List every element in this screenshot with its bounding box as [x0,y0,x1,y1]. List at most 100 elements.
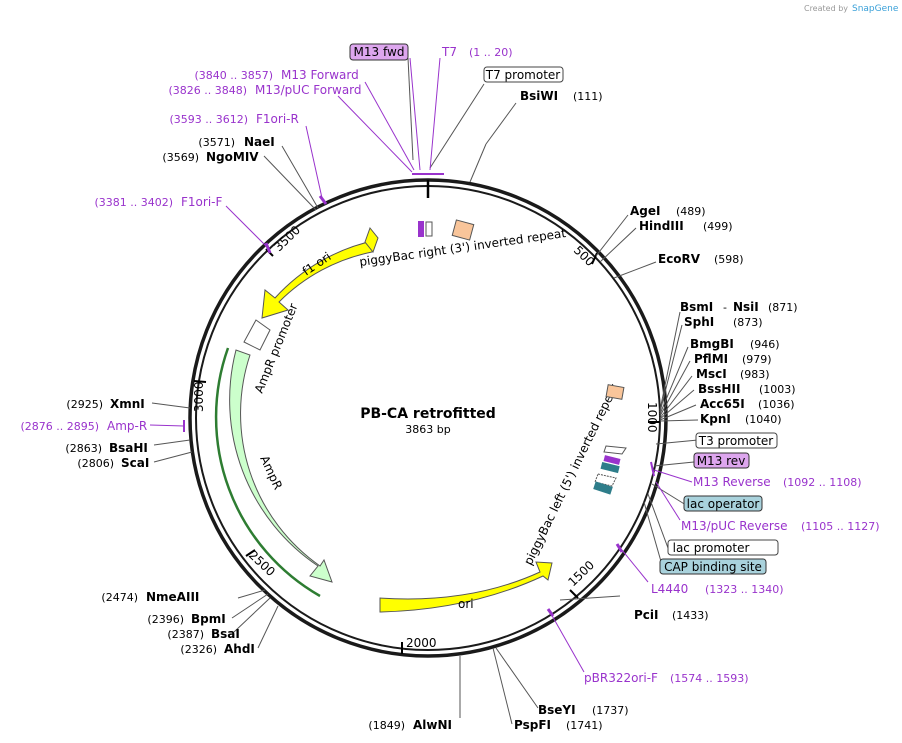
f1ori-f-name: F1ori-F [181,195,222,209]
l4440-name: L4440 [651,582,688,596]
hindiii-name: HindIII [639,219,684,233]
m13-reverse-mark [650,461,655,477]
acc65i-name: Acc65I [700,397,745,411]
bmgbi-pos: (946) [750,338,780,351]
t7-promoter-marker [425,221,433,237]
cap-site-box [659,558,767,575]
f1ori-r-mark [318,195,328,205]
alwni-name: AlwNI [413,718,452,732]
nmeaiii-name: NmeAIII [146,590,199,604]
m13puc-forward-name: M13/pUC Forward [255,83,362,97]
naei-name: NaeI [244,135,275,149]
amp-r-pos: (2876 .. 2895) [20,420,99,433]
f1ori-r-pos: (3593 .. 3612) [169,113,248,126]
sphi-pos: (873) [733,316,763,329]
f1ori-f-pos: (3381 .. 3402) [94,196,173,209]
bsshii-pos: (1003) [759,383,796,396]
ngomiv-pos: (3569) [162,151,199,164]
lac-promoter-label: lac promoter [673,541,750,555]
t7-promoter-label: T7 promoter [485,68,561,82]
tick-label-2000: 2000 [406,636,437,650]
tick-mark-500 [591,252,598,265]
tick-label-3500: 3500 [271,223,303,254]
agei-name: AgeI [630,204,660,218]
m13-rev-label: M13 rev [697,454,746,468]
hindiii-pos: (499) [703,220,733,233]
xmni-name: XmnI [110,397,145,411]
pcii-name: PciI [634,608,659,622]
scai-pos: (2806) [77,457,114,470]
m13-reverse-pos: (1092 .. 1108) [783,476,862,489]
plasmid-length: 3863 bp [405,423,450,436]
m13puc-reverse-pos: (1105 .. 1127) [801,520,880,533]
bsai-name: BsaI [211,627,240,641]
m13puc-reverse-name: M13/pUC Reverse [681,519,788,533]
pbr322-name: pBR322ori-F [584,671,658,685]
bpmi-pos: (2396) [147,613,184,626]
m13-forward-name: M13 Forward [281,68,359,82]
amp-r-primer-arc [214,347,321,598]
bsahi-pos: (2863) [65,442,102,455]
tick-label-1000: 1000 [645,402,659,433]
bseyi-pos: (1737) [592,704,629,717]
primer-leader-lines [149,57,693,673]
t7-pos: (1 .. 20) [469,46,513,59]
cap-site-marker [593,481,613,495]
m13-fwd-box [349,43,409,61]
m13-fwd-label: M13 fwd [354,45,405,59]
ahdi-name: AhdI [224,642,255,656]
bsmi-name: BsmI [680,300,713,314]
tick-mark-3000 [193,380,207,383]
xmni-pos: (2925) [66,398,103,411]
bsai-pos: (2387) [167,628,204,641]
m13-fwd-marker [418,221,424,237]
nsii-name: NsiI [733,300,759,314]
acc65i-pos: (1036) [758,398,795,411]
ampr-arrow [229,349,333,583]
bsmi-pos: (871) [768,301,798,314]
plasmid-name: PB-CA retrofitted [360,406,496,422]
leader-lines [151,57,699,725]
t3-promoter-marker [603,445,627,455]
tick-mark-2500 [245,549,256,557]
bpmi-name: BpmI [191,612,226,626]
f1-ori-label: f1 ori [300,249,334,278]
nmeaiii-pos: (2474) [101,591,138,604]
kpni-name: KpnI [700,412,731,426]
tick-label-3000: 3000 [192,381,206,412]
watermark-prefix: Created by [804,4,848,13]
tick-mark-1500 [569,589,579,599]
sphi-name: SphI [684,315,714,329]
piggybac-left-label: piggyBac left (5') inverted repeat [521,381,621,567]
ampr-promoter-arrow [243,319,271,351]
naei-pos: (3571) [198,136,235,149]
t3-promoter-box [695,432,778,449]
bsiwi-pos: (111) [573,90,603,103]
pbr322-pos: (1574 .. 1593) [670,672,749,685]
l4440-mark [615,543,624,553]
kpni-pos: (1040) [745,413,782,426]
misc-feature-right [605,384,625,400]
pfimi-name: PflMI [694,352,728,366]
watermark-brand: SnapGene [852,4,899,14]
ahdi-pos: (2326) [180,643,217,656]
ampr-label: AmpR [257,453,285,491]
bsiwi-name: BsiWI [520,89,558,103]
misc-feature-top [451,219,475,241]
m13-reverse-name: M13 Reverse [693,475,771,489]
lac-operator-marker [600,461,620,474]
ecorv-name: EcoRV [658,252,701,266]
cap-site-label: CAP binding site [664,560,762,574]
lac-operator-box [683,495,763,512]
bseyi-name: BseYI [538,703,576,717]
m13-rev-box [693,452,750,469]
scai-name: ScaI [121,456,149,470]
bsmi-sep: - [723,301,727,314]
t7-name: T7 [441,45,457,59]
l4440-pos: (1323 .. 1340) [705,583,784,596]
ori-arrow [379,561,553,613]
f1-ori-arrow [261,239,378,319]
bsshii-name: BssHII [698,382,740,396]
f1ori-r-name: F1ori-R [256,112,299,126]
